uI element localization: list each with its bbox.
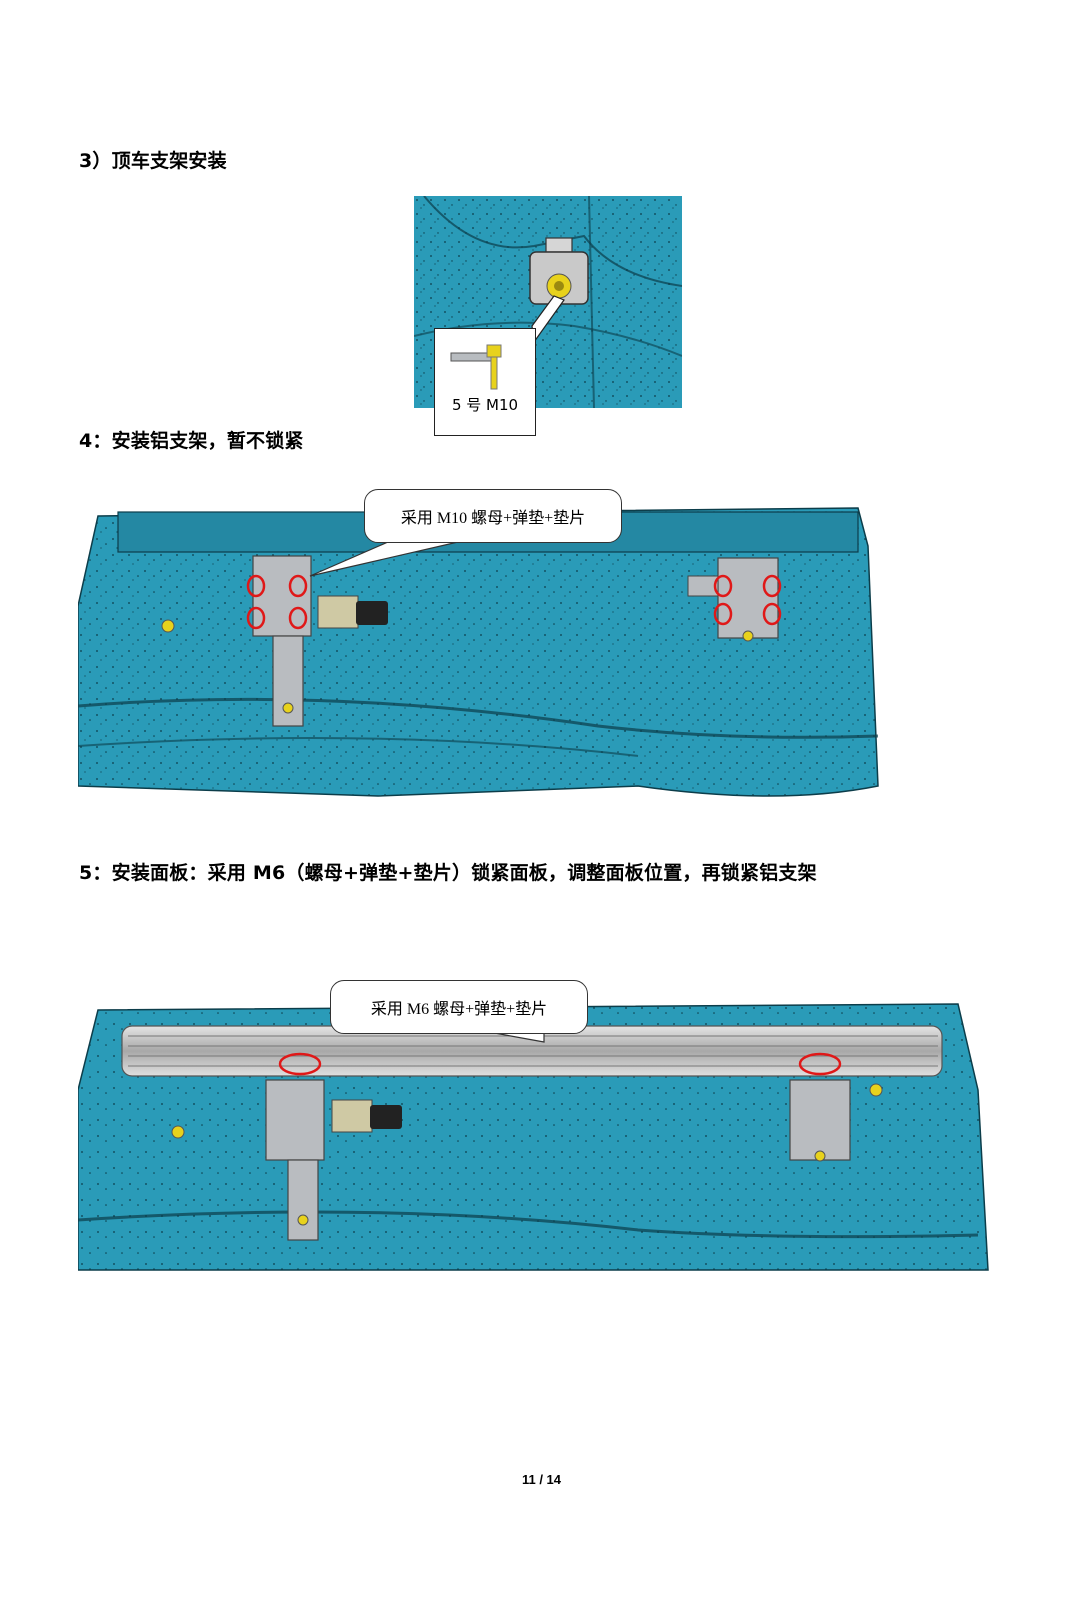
left-motor <box>317 595 388 629</box>
running-board-panel <box>121 1025 943 1077</box>
right-m6-highlight <box>798 1052 842 1076</box>
left-bolt-highlights <box>246 574 308 630</box>
step3-heading: 3）顶车支架安装 <box>79 150 227 172</box>
left-aluminum-bracket <box>265 1079 325 1241</box>
step4-heading: 4：安装铝支架，暂不锁紧 <box>79 430 304 452</box>
right-bolt-highlights <box>713 574 782 626</box>
figure-panel-install <box>78 970 1024 1300</box>
page-number: 11 / 14 <box>521 1472 562 1487</box>
left-m6-highlight <box>278 1052 322 1076</box>
front-bolt-icon <box>171 1125 185 1139</box>
right-aluminum-bracket <box>687 557 779 642</box>
fig5-callout: 采用 M6 螺母+弹垫+垫片 <box>330 980 588 1034</box>
fig3-callout-label: 5 号 M10 <box>451 396 519 414</box>
fig3-callout: 5 号 M10 <box>434 328 536 436</box>
step5-heading: 5：安装面板：采用 M6（螺母+弹垫+垫片）锁紧面板，调整面板位置，再锁紧铝支架 <box>79 862 817 884</box>
front-bolt-icon <box>161 619 175 633</box>
m10-bolt-icon <box>450 344 502 390</box>
right-aluminum-bracket <box>789 1079 883 1162</box>
fig4-callout: 采用 M10 螺母+弹垫+垫片 <box>364 489 622 543</box>
fig5-svg <box>78 1003 989 1271</box>
left-motor <box>331 1099 402 1133</box>
bolt-m10-icon <box>546 273 572 299</box>
